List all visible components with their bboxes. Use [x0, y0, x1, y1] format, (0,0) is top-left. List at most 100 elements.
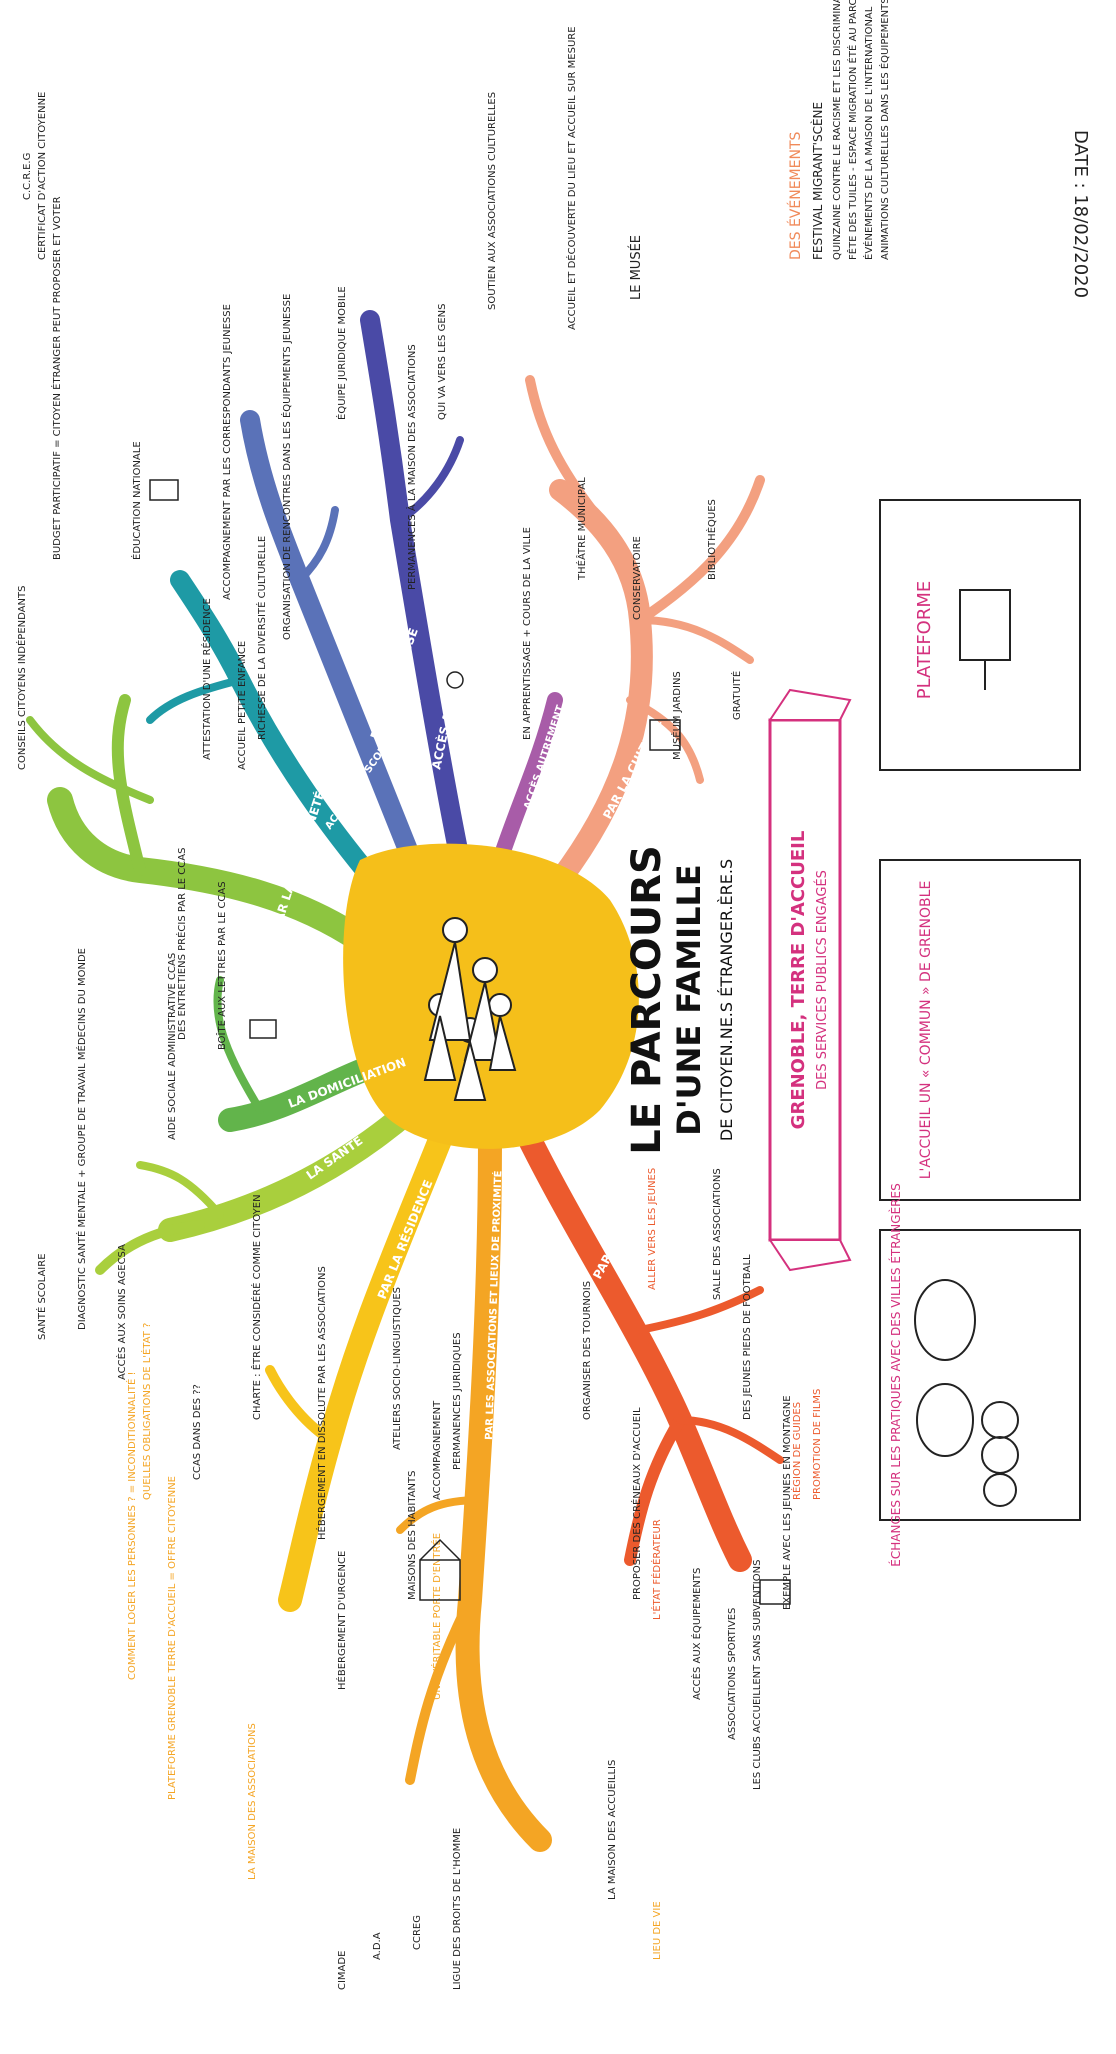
- note-accueil-musee: ACCUEIL ET DÉCOUVERTE DU LIEU ET ACCUEIL…: [565, 26, 578, 330]
- note-budget: BUDGET PARTICIPATIF = CITOYEN ÉTRANGER P…: [50, 196, 63, 560]
- title-line2: D'UNE FAMILLE: [670, 864, 708, 1135]
- note-sante-scolaire: SANTÉ SCOLAIRE: [35, 1253, 48, 1340]
- branch-residence: [278, 1128, 452, 1612]
- note-maison-assoc: LA MAISON DES ASSOCIATIONS: [247, 1723, 258, 1880]
- branch-associations-twig2: [396, 1496, 484, 1534]
- note-hebergement: HÉBERGEMENT EN DISSOLUTE PAR LES ASSOCIA…: [315, 1266, 328, 1540]
- note-cimade: CIMADE: [337, 1951, 348, 1990]
- note-plateforme-gta: PLATEFORME GRENOBLE TERRE D'ACCUEIL = OF…: [167, 1476, 178, 1800]
- note-obligations: QUELLES OBLIGATIONS DE L'ÉTAT ?: [140, 1323, 153, 1500]
- banner: GRENOBLE, TERRE D'ACCUEIL DES SERVICES P…: [768, 688, 852, 1272]
- equipment-icon: [759, 1579, 791, 1605]
- branch-sport-twig2: [636, 1286, 764, 1334]
- branch-sport-twig3: [676, 1416, 784, 1464]
- note-apprentissage: EN APPRENTISSAGE + COURS DE LA VILLE: [522, 527, 533, 740]
- events-group: DES ÉVÉNEMENTS FESTIVAL MIGRANT'SCÈNE QU…: [787, 0, 891, 260]
- note-clubs: LES CLUBS ACCUEILLENT SANS SUBVENTIONS: [752, 1560, 763, 1790]
- note-organisation: ORGANISATION DE RENCONTRES DANS LES ÉQUI…: [280, 294, 293, 640]
- note-equipe: ÉQUIPE JURIDIQUE MOBILE: [335, 286, 348, 420]
- note-certificat: CERTIFICAT D'ACTION CITOYENNE: [37, 92, 48, 260]
- note-gratuite: GRATUITÉ: [730, 671, 743, 720]
- note-equipements: ACCÈS AUX ÉQUIPEMENTS: [690, 1568, 703, 1700]
- note-hebergement-urgence: HÉBERGEMENT D'URGENCE: [335, 1551, 348, 1690]
- note-richesse: RICHESSE DE LA DIVERSITÉ CULTURELLE: [255, 536, 268, 740]
- family-figures: [423, 917, 517, 1101]
- note-camarade: EXEMPLE AVEC LES JEUNES EN MONTAGNE: [782, 1395, 793, 1610]
- branch-residence-twig: [265, 1365, 335, 1445]
- frame-echanges: [879, 1229, 1081, 1521]
- note-etat: L'ÉTAT FÉDÉRATEUR: [650, 1519, 663, 1620]
- note-comment: COMMENT LOGER LES PERSONNES ? = INCONDIT…: [125, 1371, 138, 1680]
- museum-icon: [649, 719, 681, 751]
- note-education: ÉDUCATION NATIONALE: [130, 441, 143, 560]
- title-group: LE PARCOURS D'UNE FAMILLE DE CITOYEN.NE.…: [624, 845, 736, 1155]
- notes: C.C.R.E.G CERTIFICAT D'ACTION CITOYENNE …: [15, 26, 823, 1990]
- branch-droits: [360, 310, 470, 870]
- note-cross: DES JEUNES PIEDS DE FOOTBALL: [742, 1254, 753, 1420]
- accueil-title-group: L'ACCUEIL UN « COMMUN » DE GRENOBLE: [918, 881, 934, 1180]
- events-animations: ANIMATIONS CULTURELLES DANS LES ÉQUIPEME…: [878, 0, 891, 260]
- note-conservatoire: CONSERVATOIRE: [632, 536, 643, 620]
- branch-jeunesse: [240, 410, 430, 890]
- note-ccas-dans: CCAS DANS DES ??: [192, 1384, 203, 1480]
- note-accueil-entree: ACCUEIL PETITE ENFANCE: [237, 641, 248, 770]
- branch-associations-twig: [405, 1595, 475, 1785]
- branches: [26, 310, 784, 1852]
- branch-citoyennete: [47, 787, 373, 953]
- note-ccreg-top: C.C.R.E.G: [22, 153, 33, 200]
- branch-citoyennete-twig2: [26, 716, 154, 804]
- note-accompagnement2: ACCOMPAGNEMENT: [432, 1400, 443, 1500]
- branch-culture-twig3: [525, 375, 605, 525]
- branch-culture-twig4: [626, 696, 704, 784]
- note-attestation: ATTESTATION D'UNE RÉSIDENCE: [200, 598, 213, 760]
- note-musee: LE MUSÉE: [628, 235, 644, 300]
- branch-sante: [158, 1098, 422, 1242]
- frame-accueil: [879, 859, 1081, 1201]
- banner-subtitle: DES SERVICES PUBLICS ENGAGÉS: [814, 870, 830, 1090]
- branch-sante-twig: [95, 1220, 205, 1275]
- note-bibliotheques: BIBLIOTHÈQUES: [705, 499, 718, 580]
- branch-sport: [518, 1128, 752, 1572]
- note-vers-gens: QUI VA VERS LES GENS: [437, 304, 448, 420]
- banner-title: GRENOBLE, TERRE D'ACCUEIL: [788, 831, 809, 1130]
- note-entretiens: DES ENTRETIENS PRÉCIS PAR LE CCAS: [175, 848, 188, 1040]
- note-boite: BOÎTE AUX LETTRES PAR LE CCAS: [215, 881, 228, 1050]
- note-proposer: PROPOSER DES CRÉNEAUX D'ACCUEIL: [630, 1407, 643, 1600]
- title-line3: DE CITOYEN.NE.S ÉTRANGER.ÈRE.S: [717, 859, 736, 1141]
- house-icon: [419, 1559, 461, 1601]
- note-promotion: PROMOTION DE FILMS: [812, 1389, 823, 1500]
- branch-culture-twig2: [636, 616, 754, 664]
- frames: [879, 499, 1081, 1521]
- branch-scolarisation-twig: [146, 676, 244, 724]
- frame-plateforme: [879, 499, 1081, 771]
- note-maisons-habitants: MAISONS DES HABITANTS: [407, 1471, 418, 1600]
- branch-sport-twig: [624, 1414, 686, 1566]
- accueil-title: L'ACCUEIL UN « COMMUN » DE GRENOBLE: [918, 881, 934, 1180]
- laptop-icon: [149, 479, 179, 501]
- date-label: DATE : 18/02/2020: [1070, 130, 1091, 298]
- note-conseils: CONSEILS CITOYENS INDÉPENDANTS: [15, 586, 28, 770]
- note-ateliers: ATELIERS SOCIO-LINGUISTIQUES: [392, 1287, 403, 1450]
- note-region: RÉGION DE GUIDES: [790, 1402, 803, 1500]
- events-festival: FESTIVAL MIGRANT'SCÈNE: [810, 102, 825, 260]
- note-aller-vers: ALLER VERS LES JEUNES: [647, 1168, 658, 1290]
- branch-jeunesse-twig: [296, 506, 339, 584]
- branch-droits-twig: [396, 436, 464, 524]
- sketch-icons: [149, 479, 791, 1605]
- note-soutien: SOUTIEN AUX ASSOCIATIONS CULTURELLES: [487, 92, 498, 310]
- title-line1: LE PARCOURS: [624, 845, 670, 1155]
- note-associations-sportives: ASSOCIATIONS SPORTIVES: [727, 1608, 738, 1740]
- plateforme-title-group: PLATEFORME: [914, 581, 935, 700]
- branch-culture: [549, 479, 653, 891]
- branch-culture-twig1: [635, 475, 765, 625]
- plateforme-title: PLATEFORME: [914, 581, 935, 700]
- note-verre: UNE VÉRITABLE PORTE D'ENTRÉE: [430, 1533, 443, 1700]
- note-museum: MUSÉUM JARDINS: [670, 671, 683, 760]
- events-pendant: DES ÉVÉNEMENTS: [787, 132, 804, 260]
- center-blob: [343, 843, 639, 1149]
- label-scolarisation: ACCÈS À LA SCOLARISATION: [322, 694, 424, 832]
- note-accompagnement: ACCOMPAGNEMENT PAR LES CORRESPONDANTS JE…: [222, 304, 233, 600]
- note-permanences: PERMANENCES À LA MAISON DES ASSOCIATIONS: [405, 344, 418, 590]
- note-permanences-jur: PERMANENCES JURIDIQUES: [452, 1332, 463, 1470]
